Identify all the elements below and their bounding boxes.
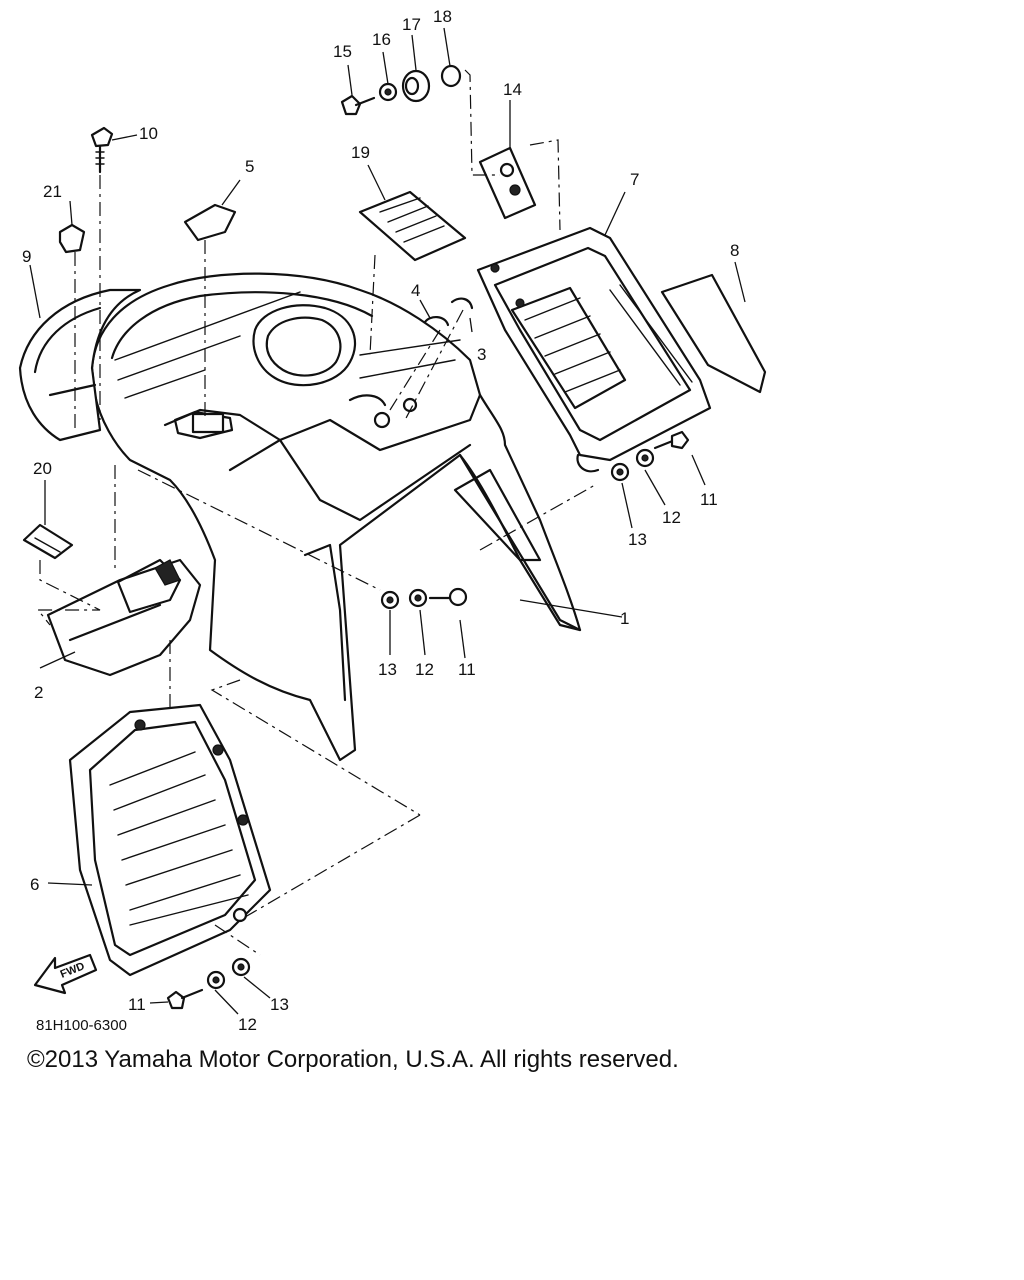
callout-20: 20 bbox=[33, 459, 52, 478]
assembly-lines bbox=[36, 69, 596, 956]
louver-panel-7 bbox=[476, 226, 712, 473]
tray-2 bbox=[46, 558, 202, 677]
clip-5 bbox=[183, 203, 237, 242]
callout-21: 21 bbox=[43, 182, 62, 201]
callout-2: 2 bbox=[34, 683, 43, 702]
callout-16: 16 bbox=[372, 30, 391, 49]
callout-12-bottom: 12 bbox=[238, 1015, 257, 1034]
callout-17: 17 bbox=[402, 15, 421, 34]
callout-8: 8 bbox=[730, 241, 739, 260]
hook-4 bbox=[423, 316, 450, 327]
cover-8 bbox=[660, 273, 767, 394]
callout-12-right: 12 bbox=[662, 508, 681, 527]
callout-13-center: 13 bbox=[378, 660, 397, 679]
callout-4: 4 bbox=[411, 281, 420, 300]
fastener-set-bottom bbox=[166, 957, 251, 1010]
cap-21 bbox=[58, 223, 86, 254]
callout-12-center: 12 bbox=[415, 660, 434, 679]
callout-7: 7 bbox=[630, 170, 639, 189]
callout-labels: 1 2 3 4 5 6 7 8 9 10 11 11 11 12 12 12 1… bbox=[22, 7, 739, 1034]
callout-1: 1 bbox=[620, 609, 629, 628]
side-panel-9 bbox=[18, 288, 142, 442]
callout-13-bottom: 13 bbox=[270, 995, 289, 1014]
callout-13-right: 13 bbox=[628, 530, 647, 549]
callout-19: 19 bbox=[351, 143, 370, 162]
fastener-set-top bbox=[340, 64, 462, 116]
callout-15: 15 bbox=[333, 42, 352, 61]
drawing-code: 81H100-6300 bbox=[36, 1017, 127, 1034]
callout-3: 3 bbox=[477, 345, 486, 364]
plate-19 bbox=[358, 190, 467, 262]
fastener-set-center bbox=[380, 587, 468, 610]
callout-9: 9 bbox=[22, 247, 31, 266]
callout-11-right: 11 bbox=[700, 490, 718, 509]
louver-panel-6 bbox=[68, 703, 272, 977]
main-cowling bbox=[90, 272, 582, 762]
callout-10: 10 bbox=[139, 124, 158, 143]
callout-11-bottom: 11 bbox=[128, 995, 146, 1014]
copyright-notice: ©2013 Yamaha Motor Corporation, U.S.A. A… bbox=[27, 1046, 679, 1073]
callout-5: 5 bbox=[245, 157, 254, 176]
callout-6: 6 bbox=[30, 875, 39, 894]
leader-lines bbox=[29, 27, 746, 1015]
callout-18: 18 bbox=[433, 7, 452, 26]
pad-20 bbox=[22, 523, 74, 560]
hook-3 bbox=[450, 297, 474, 310]
callout-14: 14 bbox=[503, 80, 522, 99]
fastener-set-right bbox=[610, 430, 690, 482]
exploded-view-drawing: FWD bbox=[18, 7, 767, 1034]
bolt-10 bbox=[90, 126, 114, 174]
bracket-14 bbox=[478, 146, 537, 220]
fwd-arrow-icon: FWD bbox=[33, 953, 98, 995]
callout-11-center: 11 bbox=[458, 660, 476, 679]
